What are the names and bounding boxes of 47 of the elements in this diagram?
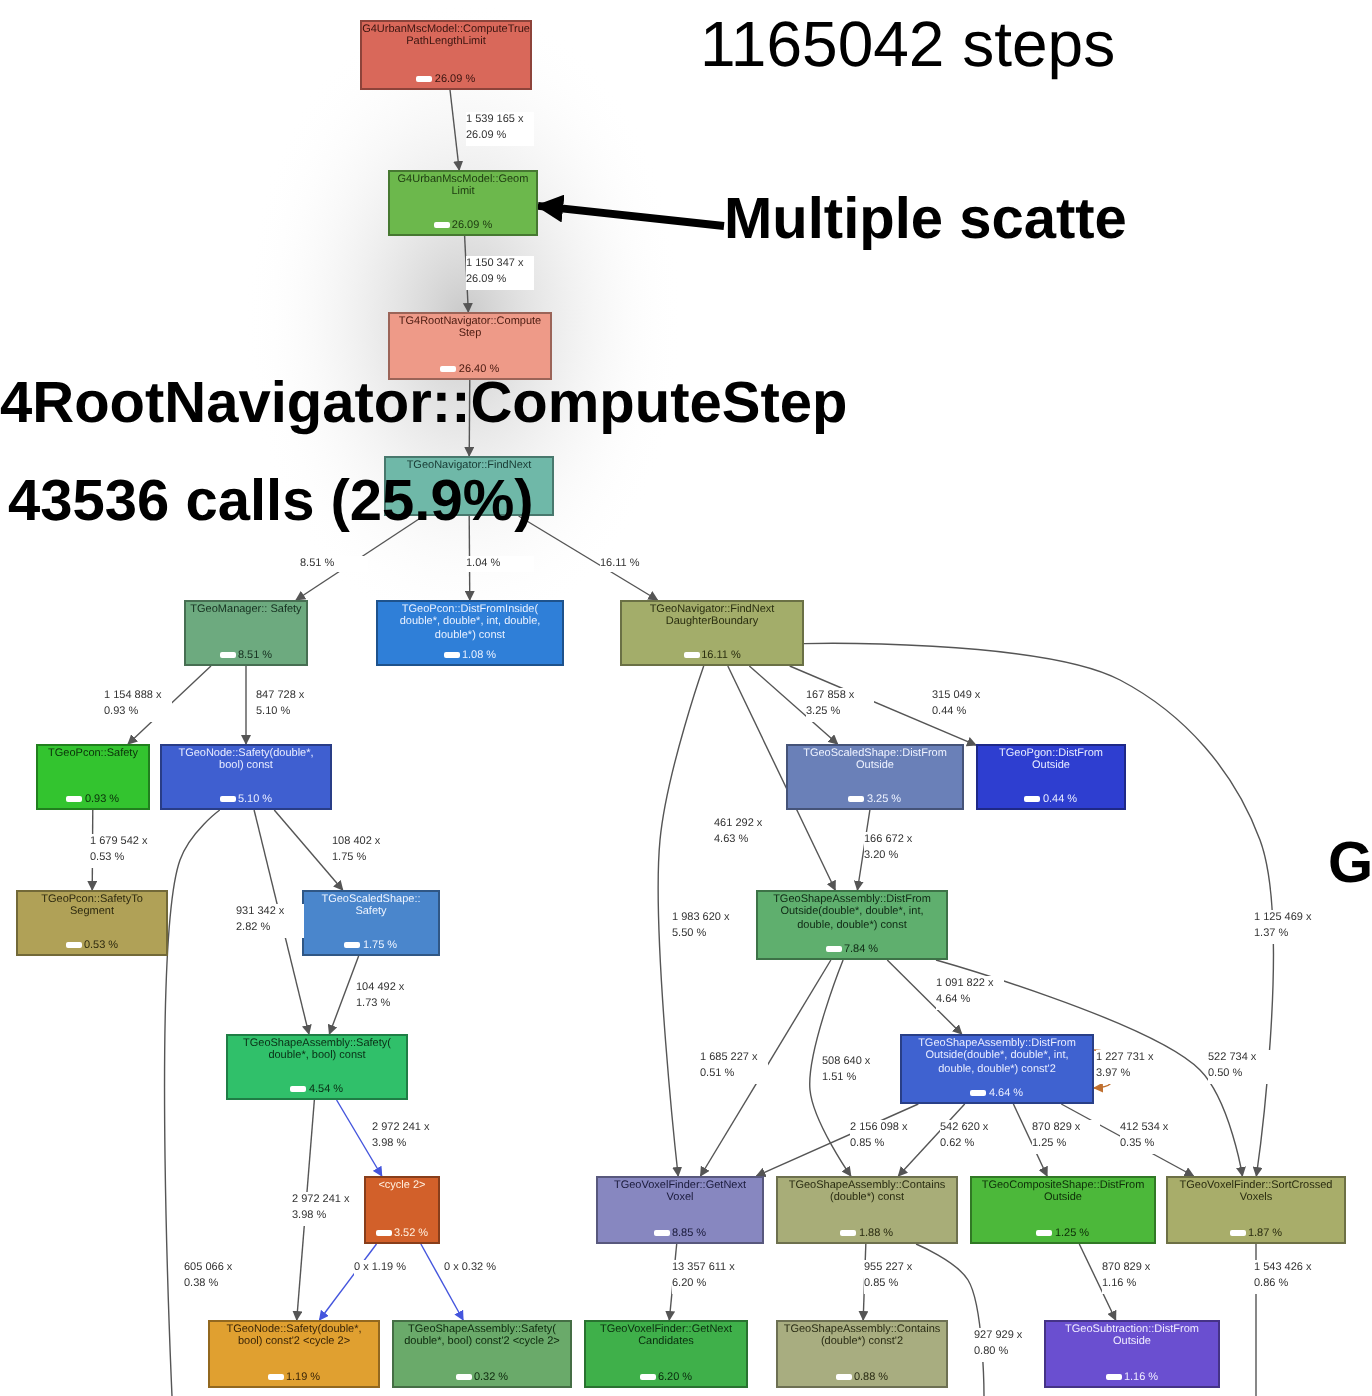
function-box	[596, 1176, 764, 1244]
function-box	[376, 600, 564, 666]
annotation-text: Multiple scatte	[724, 192, 1127, 250]
callout-arrow	[535, 194, 725, 230]
function-box	[776, 1320, 948, 1388]
call-arrow	[699, 959, 832, 1177]
function-box	[360, 20, 532, 90]
function-box	[208, 1320, 380, 1388]
function-box	[970, 1176, 1156, 1244]
call-arrow	[449, 89, 464, 171]
call-arrow	[897, 1103, 966, 1177]
call-arrow	[241, 665, 251, 745]
function-box	[976, 744, 1126, 810]
slide-text: G	[1328, 836, 1372, 894]
call-arrow	[727, 665, 836, 891]
function-box	[392, 1320, 572, 1388]
call-arrow	[273, 809, 344, 891]
call-arrow	[657, 665, 705, 1177]
function-box	[1166, 1176, 1346, 1244]
function-box	[16, 890, 168, 956]
function-box	[786, 744, 964, 810]
function-box	[302, 890, 440, 956]
call-arrow	[327, 955, 360, 1035]
function-box	[364, 1176, 440, 1244]
call-arrow	[1078, 1243, 1117, 1321]
function-box	[184, 600, 308, 666]
call-arrow	[517, 515, 659, 601]
function-box	[388, 312, 552, 380]
call-arrow	[335, 1099, 383, 1177]
function-box	[160, 744, 332, 810]
call-arrow	[1012, 1103, 1048, 1177]
call-arrow	[748, 665, 839, 745]
call-arrow	[420, 1243, 464, 1321]
call-arrow	[886, 959, 963, 1035]
function-box	[776, 1176, 958, 1244]
function-box	[388, 170, 538, 236]
function-box	[756, 890, 948, 960]
call-arrow	[935, 959, 1246, 1177]
function-box	[584, 1320, 748, 1388]
function-box	[1044, 1320, 1220, 1388]
slide-text: 1165042 steps	[700, 12, 1116, 76]
function-box	[900, 1034, 1094, 1104]
call-arrow	[809, 959, 852, 1177]
function-box	[620, 600, 804, 666]
call-arrow	[803, 642, 1275, 1177]
function-box	[36, 744, 150, 810]
function-box	[226, 1034, 408, 1100]
